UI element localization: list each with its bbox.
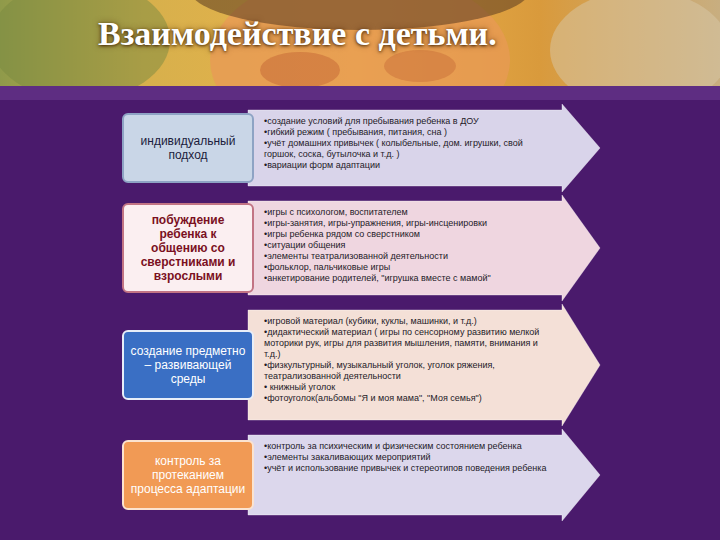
topic-box: контроль за протеканием процесса адаптац… <box>122 440 254 510</box>
node-text: создание предметно – развивающей среды <box>130 344 246 386</box>
arrow-list-shape: •создание условий для пребывания ребенка… <box>248 104 600 192</box>
node-text: •гибкий режим ( пребывания, питания, сна… <box>264 127 556 138</box>
topic-box: побуждение ребенка к общению со сверстни… <box>122 203 254 293</box>
node-text: •игры с психологом, воспитателем <box>264 207 556 218</box>
node-text: индивидуальный подход <box>130 134 246 162</box>
node-text: •игровой материал (кубики, куклы, машинк… <box>264 316 556 327</box>
arrow-fill <box>248 195 600 301</box>
node-text: •ситуации общения <box>264 240 556 251</box>
node-text: •учёт домашних привычек ( колыбельные, д… <box>264 138 556 160</box>
topic-box: индивидуальный подход <box>122 113 254 183</box>
node-text: •создание условий для пребывания ребенка… <box>264 116 556 127</box>
slide-title: Взаимодействие с детьми. <box>98 14 497 54</box>
arrow-fill <box>248 429 600 521</box>
node-text: •игры ребенка рядом со сверстником <box>264 229 556 240</box>
arrow-list-shape: •контроль за психическим и физическим со… <box>248 429 600 521</box>
node-text: •учёт и использование привычек и стереот… <box>264 463 556 474</box>
node-text: •игры-занятия, игры-упражнения, игры-инс… <box>264 218 556 229</box>
node-text: •вариации форм адаптации <box>264 160 556 171</box>
node-text: • книжный уголок <box>264 382 556 393</box>
arrow-list-shape: •игры с психологом, воспитателем•игры-за… <box>248 195 600 301</box>
node-text: •элементы театрализованной деятельности <box>264 251 556 262</box>
node-text: побуждение ребенка к общению со сверстни… <box>130 213 246 283</box>
node-text: •фольклор, пальчиковые игры <box>264 262 556 273</box>
node-text: •физкультурный, музыкальный уголок, угол… <box>264 360 556 382</box>
node-text: контроль за протеканием процесса адаптац… <box>130 454 246 496</box>
topic-box: создание предметно – развивающей среды <box>122 330 254 400</box>
node-text: •дидактический материал ( игры по сенсор… <box>264 327 556 360</box>
node-text: •контроль за психическим и физическим со… <box>264 441 556 452</box>
node-text: •фотоуголок(альбомы "Я и моя мама", "Моя… <box>264 393 556 404</box>
node-text: •анкетирование родителей, "игрушка вмест… <box>264 273 556 284</box>
node-text: •элементы закаливающих мероприятий <box>264 452 556 463</box>
child-photo <box>0 0 720 86</box>
arrow-fill <box>248 104 600 192</box>
arrow-list-shape: •игровой материал (кубики, куклы, машинк… <box>248 304 600 426</box>
arrow-fill <box>248 304 600 426</box>
